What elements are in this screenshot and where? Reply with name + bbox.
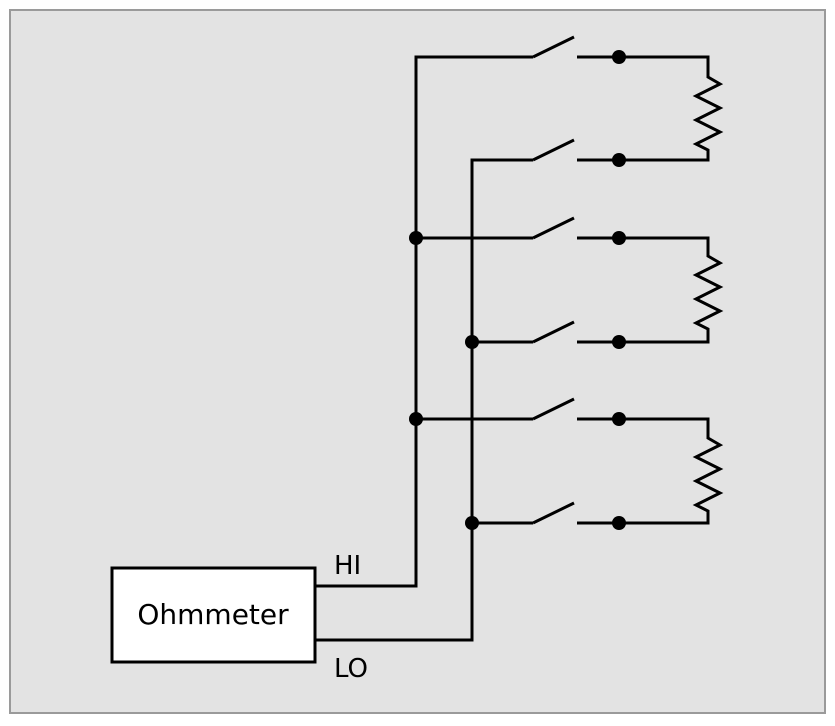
resistor-3-loop	[619, 417, 724, 525]
terminal-dot	[612, 412, 626, 426]
ohmmeter-box	[110, 566, 317, 664]
hi-label: HI	[334, 551, 361, 581]
resistor-2-loop	[619, 236, 724, 344]
lo-junction-dot	[465, 516, 479, 530]
terminal-dot	[612, 335, 626, 349]
hi-junction-dot	[409, 231, 423, 245]
resistor-1-loop	[619, 55, 724, 162]
lo-bus-wire	[315, 158, 533, 642]
switch-3-lo	[532, 501, 575, 525]
switch-1-hi	[532, 35, 575, 59]
hi-bus-wire	[315, 55, 533, 588]
terminal-dot	[612, 231, 626, 245]
switch-3-hi	[532, 397, 575, 421]
switch-1-lo	[532, 138, 575, 162]
terminal-dot	[612, 153, 626, 167]
lo-label: LO	[334, 654, 368, 684]
terminal-dot	[612, 516, 626, 530]
ohmmeter-label: Ohmmeter	[137, 598, 289, 631]
switch-2-hi	[532, 216, 575, 240]
terminal-dot	[612, 50, 626, 64]
switch-2-lo	[532, 320, 575, 344]
hi-junction-dot	[409, 412, 423, 426]
lo-junction-dot	[465, 335, 479, 349]
